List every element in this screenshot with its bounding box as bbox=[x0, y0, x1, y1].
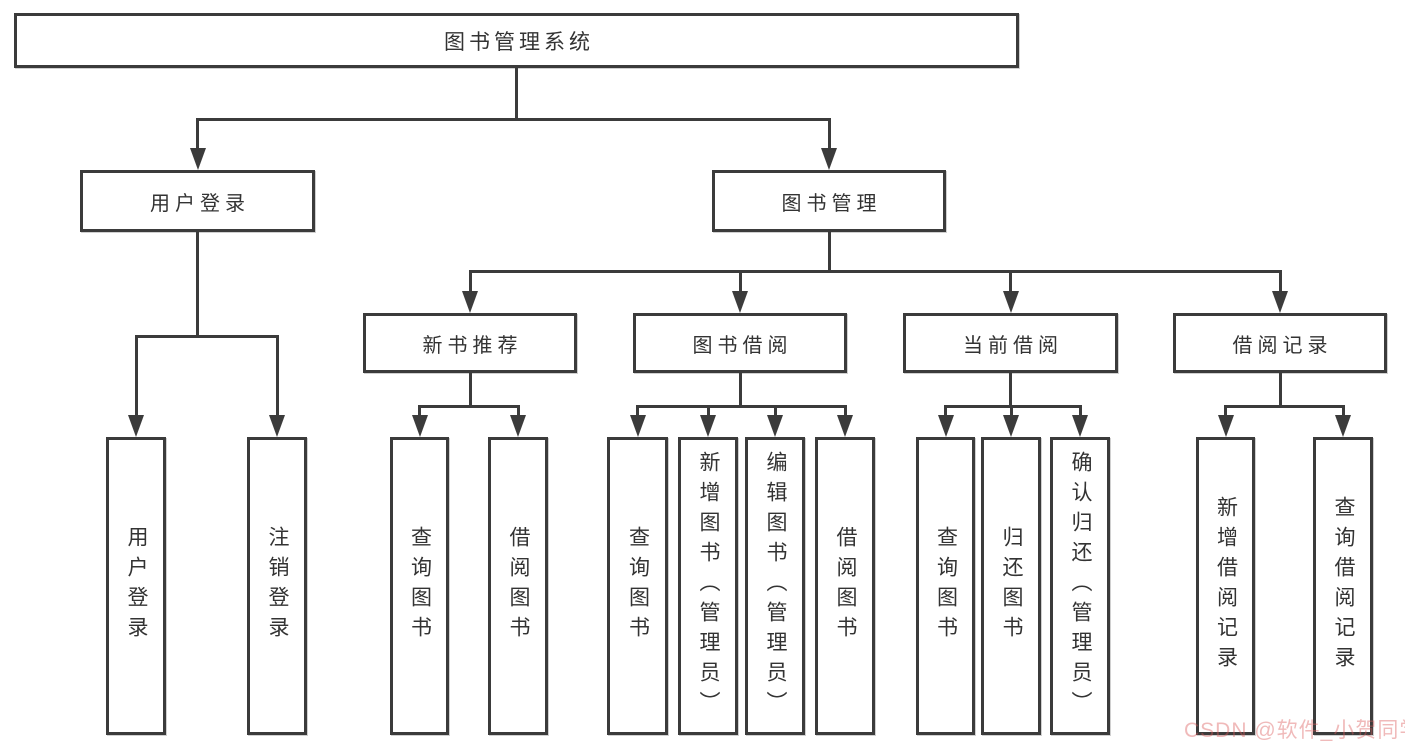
arrowhead-icon bbox=[937, 415, 954, 437]
node-nbr-borrow-book: 借阅图书 bbox=[488, 437, 548, 735]
arrowhead-icon bbox=[462, 291, 478, 313]
arrowhead-icon bbox=[1072, 415, 1088, 437]
arrowhead-icon bbox=[269, 415, 285, 437]
node-ul-user-login: 用户登录 bbox=[106, 437, 166, 735]
node-label-bb-edit-book: 编辑图书（管理员） bbox=[764, 451, 787, 721]
node-label-nbr-borrow-book: 借阅图书 bbox=[507, 526, 530, 646]
arrowhead-icon bbox=[821, 148, 837, 170]
node-label-bb-query-book: 查询图书 bbox=[626, 526, 650, 646]
node-label-br-add-record: 新增借阅记录 bbox=[1214, 496, 1238, 676]
arrowhead-icon bbox=[510, 415, 526, 437]
node-current-borrow: 当前借阅 bbox=[903, 313, 1118, 373]
connector-line bbox=[1224, 405, 1227, 419]
node-user-login: 用户登录 bbox=[80, 170, 315, 232]
connector-line bbox=[275, 335, 279, 419]
node-ul-logout: 注销登录 bbox=[247, 437, 307, 735]
arrowhead-icon bbox=[700, 415, 716, 437]
connector-line bbox=[515, 67, 518, 121]
node-label-current-borrow: 当前借阅 bbox=[963, 334, 1063, 357]
node-bb-add-book: 新增图书（管理员） bbox=[678, 437, 738, 735]
connector-line bbox=[468, 270, 472, 295]
node-label-bb-borrow-book: 借阅图书 bbox=[834, 526, 857, 646]
node-label-cb-query-book: 查询图书 bbox=[934, 526, 958, 646]
connector-line bbox=[1009, 405, 1013, 419]
node-root: 图书管理系统 bbox=[14, 13, 1019, 68]
connector-line bbox=[636, 405, 847, 408]
connector-line bbox=[134, 335, 138, 419]
connector-line bbox=[1009, 270, 1012, 295]
connector-line bbox=[827, 231, 831, 273]
node-label-book-mgmt: 图书管理 bbox=[781, 192, 882, 215]
connector-line bbox=[843, 405, 847, 419]
csdn-watermark: CSDN @软件_小贺同学 bbox=[1184, 719, 1405, 742]
node-bb-edit-book: 编辑图书（管理员） bbox=[745, 437, 805, 735]
node-label-ul-user-login: 用户登录 bbox=[125, 526, 148, 646]
node-label-cb-confirm-return: 确认归还（管理员） bbox=[1069, 451, 1092, 721]
arrowhead-icon bbox=[732, 291, 748, 313]
arrowhead-icon bbox=[629, 415, 646, 437]
connector-line bbox=[196, 118, 199, 152]
arrowhead-icon bbox=[128, 415, 144, 437]
connector-line bbox=[1078, 405, 1082, 419]
arrowhead-icon bbox=[1335, 415, 1351, 437]
node-cb-query-book: 查询图书 bbox=[916, 437, 975, 735]
node-label-nbr-query-book: 查询图书 bbox=[408, 526, 432, 646]
arrowhead-icon bbox=[411, 415, 428, 437]
node-label-borrow-record: 借阅记录 bbox=[1232, 334, 1333, 357]
arrowhead-icon bbox=[1003, 415, 1019, 437]
connector-line bbox=[706, 405, 710, 419]
node-book-borrow: 图书借阅 bbox=[633, 313, 847, 373]
node-label-cb-return-book: 归还图书 bbox=[1000, 526, 1023, 646]
node-cb-return-book: 归还图书 bbox=[981, 437, 1041, 735]
node-label-ul-logout: 注销登录 bbox=[266, 526, 289, 646]
node-label-root: 图书管理系统 bbox=[444, 30, 594, 54]
arrowhead-icon bbox=[837, 415, 853, 437]
node-nbr-query-book: 查询图书 bbox=[390, 437, 449, 735]
connector-line bbox=[1278, 372, 1282, 408]
node-br-add-record: 新增借阅记录 bbox=[1196, 437, 1255, 735]
node-label-book-borrow: 图书借阅 bbox=[692, 334, 793, 357]
node-cb-confirm-return: 确认归还（管理员） bbox=[1050, 437, 1110, 735]
connector-line bbox=[468, 270, 1282, 273]
arrowhead-icon bbox=[1217, 415, 1234, 437]
node-label-br-query-record: 查询借阅记录 bbox=[1332, 496, 1355, 676]
connector-line bbox=[944, 405, 1082, 408]
connector-line bbox=[773, 405, 777, 419]
connector-line bbox=[196, 231, 199, 338]
arrowhead-icon bbox=[1272, 291, 1288, 313]
node-label-bb-add-book: 新增图书（管理员） bbox=[697, 451, 720, 721]
connector-line bbox=[134, 335, 279, 338]
node-label-user-login: 用户登录 bbox=[150, 192, 250, 215]
connector-line bbox=[418, 405, 421, 419]
node-bb-query-book: 查询图书 bbox=[607, 437, 668, 735]
connector-line bbox=[516, 405, 520, 419]
connector-line bbox=[738, 270, 742, 295]
connector-line bbox=[738, 372, 742, 408]
arrowhead-icon bbox=[189, 148, 206, 170]
connector-line bbox=[944, 405, 947, 419]
connector-line bbox=[418, 405, 520, 408]
connector-line bbox=[196, 118, 831, 121]
connector-line bbox=[827, 118, 831, 152]
node-book-mgmt: 图书管理 bbox=[712, 170, 946, 232]
connector-line bbox=[468, 372, 472, 408]
node-borrow-record: 借阅记录 bbox=[1173, 313, 1387, 373]
connector-line bbox=[1224, 405, 1345, 408]
node-label-new-book-rec: 新书推荐 bbox=[422, 334, 523, 357]
arrowhead-icon bbox=[767, 415, 783, 437]
connector-line bbox=[1278, 270, 1282, 295]
node-new-book-rec: 新书推荐 bbox=[363, 313, 577, 373]
node-bb-borrow-book: 借阅图书 bbox=[815, 437, 875, 735]
connector-line bbox=[1009, 372, 1012, 408]
connector-line bbox=[1341, 405, 1345, 419]
node-br-query-record: 查询借阅记录 bbox=[1313, 437, 1373, 735]
arrowhead-icon bbox=[1002, 291, 1019, 313]
connector-line bbox=[636, 405, 639, 419]
